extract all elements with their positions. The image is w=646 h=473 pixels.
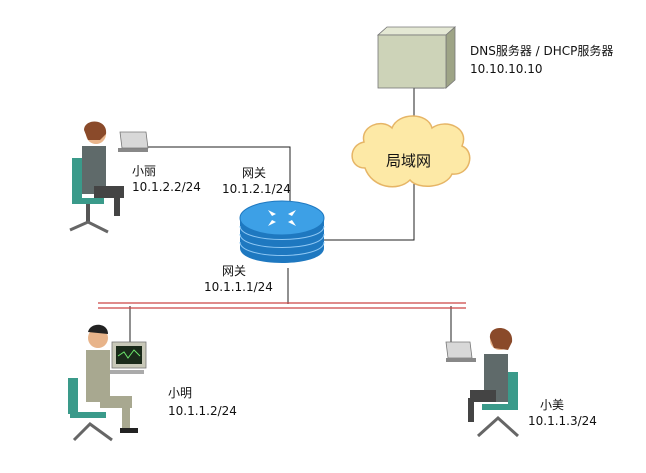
- lan-cloud-icon: [351, 115, 471, 188]
- router-icon: [239, 200, 325, 263]
- link-router-cloud: [324, 184, 415, 241]
- connections: [129, 87, 452, 342]
- xiaomei-ip: 10.1.1.3/24: [528, 414, 597, 428]
- xiaoming-user-icon: [68, 324, 147, 442]
- xiaomei-name: 小美: [540, 398, 565, 412]
- xiaoming-name: 小明: [168, 386, 193, 400]
- xiaomei-user-icon: [445, 327, 520, 438]
- link-xiaoli-router: [130, 146, 291, 214]
- xiaoli-name: 小丽: [132, 164, 157, 178]
- xiaoli-user-icon: [69, 121, 149, 234]
- xiaoli-ip: 10.1.2.2/24: [132, 180, 201, 194]
- dns-server-name: DNS服务器 / DHCP服务器: [470, 44, 614, 58]
- gateway-lower-label: 网关: [222, 264, 247, 278]
- gateway-lower-ip: 10.1.1.1/24: [204, 280, 273, 294]
- dns-server-ip: 10.10.10.10: [470, 62, 543, 76]
- lan-bus: [98, 302, 466, 309]
- dns-server-icon: [376, 26, 457, 89]
- gateway-upper-label: 网关: [242, 166, 267, 180]
- gateway-upper-ip: 10.1.2.1/24: [222, 182, 291, 196]
- lan-cloud-label: 局域网: [386, 152, 432, 170]
- xiaoming-ip: 10.1.1.2/24: [168, 404, 237, 418]
